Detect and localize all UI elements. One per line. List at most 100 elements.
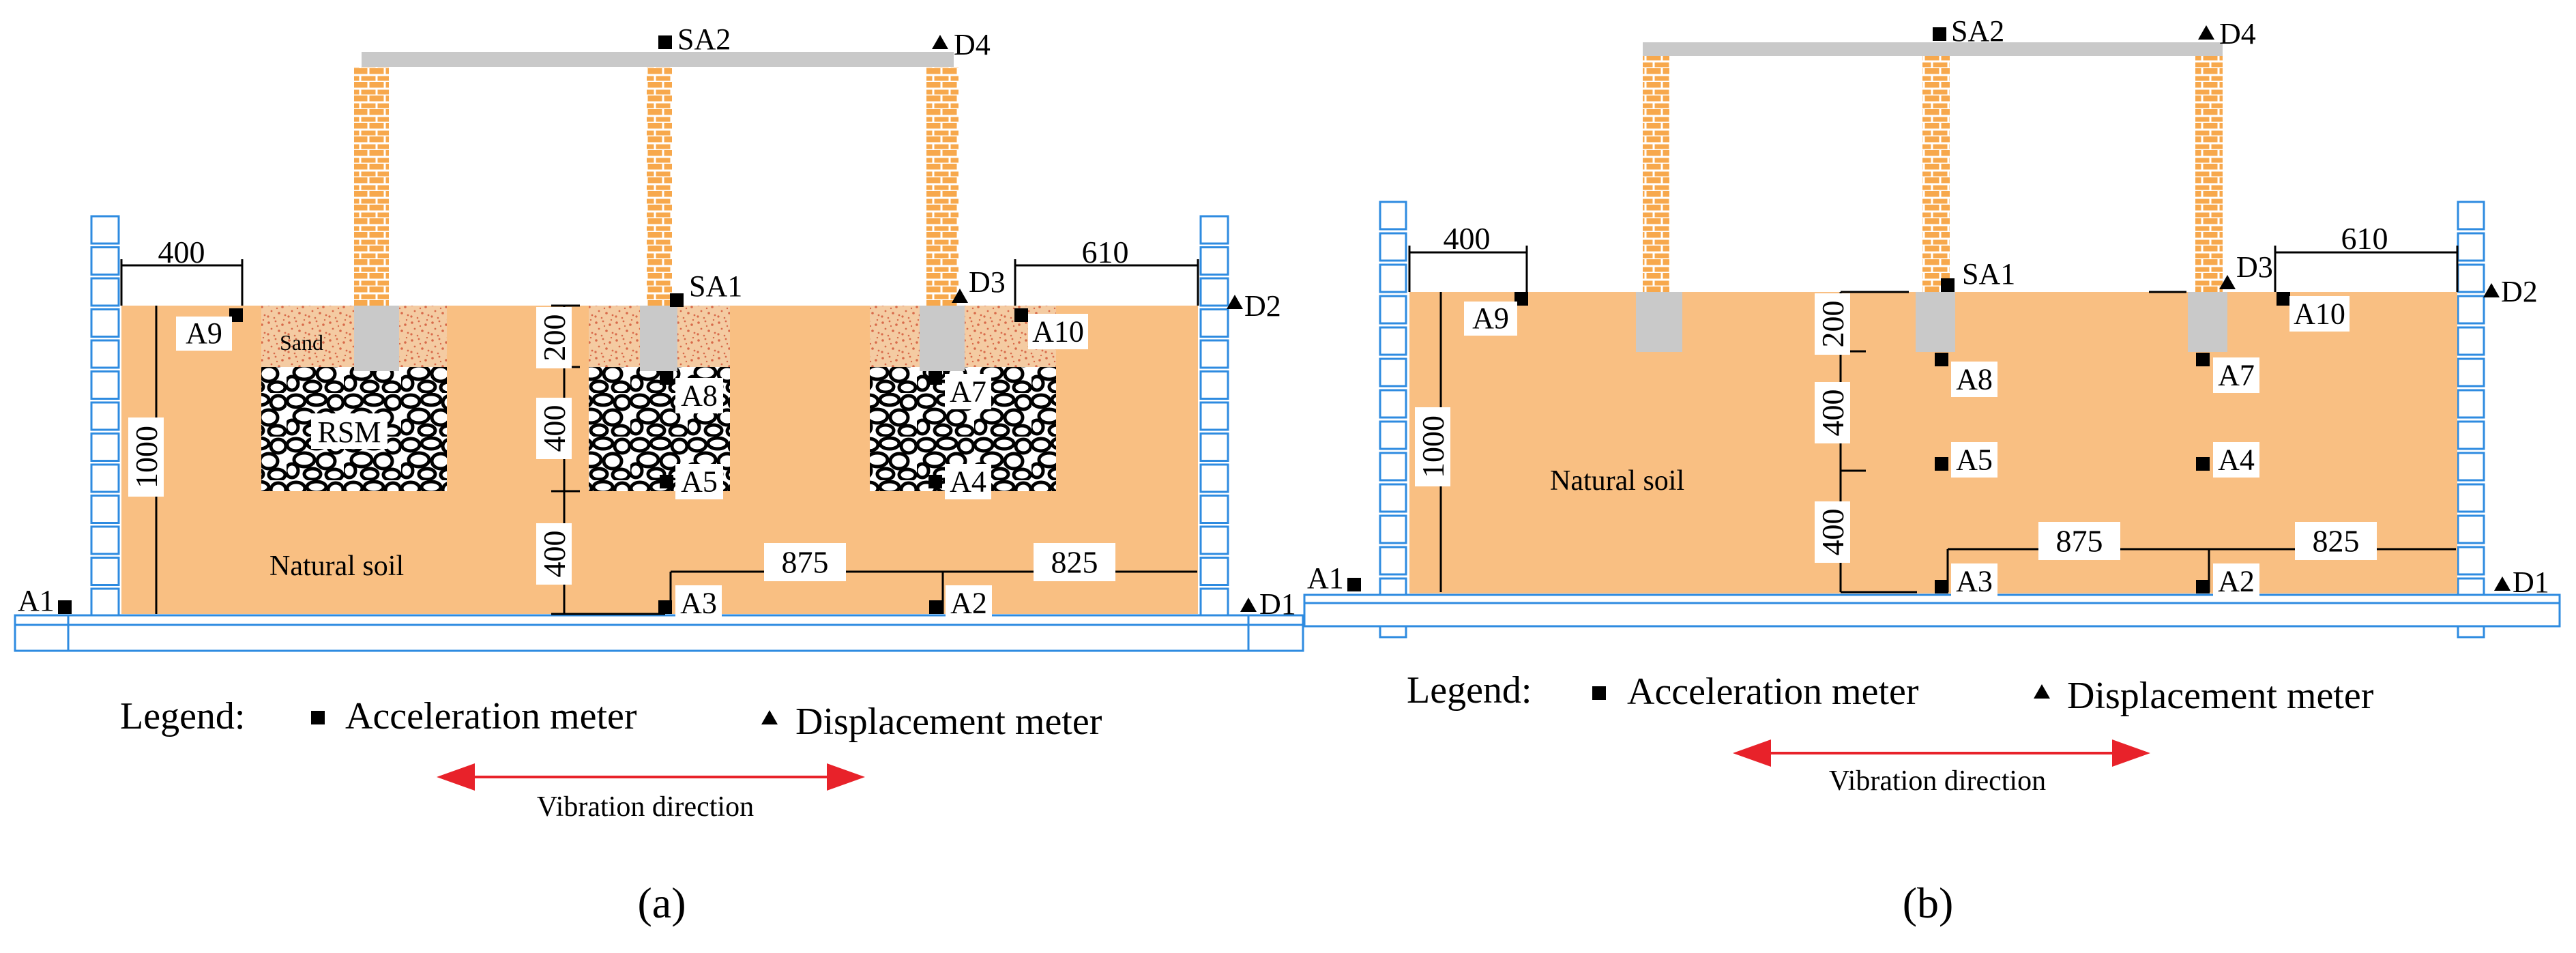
left-wall-block	[1379, 232, 1407, 262]
dimension-875: 875	[2056, 524, 2103, 559]
base-platform	[14, 614, 1304, 652]
dimension-825-box	[2295, 522, 2377, 560]
a9-label-box	[1464, 302, 1517, 336]
brick-column-1	[354, 67, 389, 306]
right-wall-block	[1199, 587, 1229, 617]
legend-title: Legend:	[120, 695, 245, 737]
sa2-icon	[658, 35, 672, 49]
d4-label: D4	[2219, 17, 2256, 50]
a8-label-box	[1951, 362, 1997, 397]
a5-label-box	[675, 464, 723, 499]
right-wall-block	[1199, 557, 1229, 586]
legend-acceleration-icon	[311, 711, 325, 724]
d2-icon	[1227, 295, 1243, 309]
a1-label: A1	[1307, 561, 1344, 595]
right-wall-block	[2457, 357, 2485, 387]
a4-label: A4	[950, 465, 986, 499]
brick-column-3	[926, 67, 958, 306]
right-wall-block	[2457, 452, 2485, 482]
right-wall-block	[2457, 326, 2485, 356]
sa2-icon	[1933, 27, 1946, 41]
brick-column-2	[1922, 56, 1950, 292]
dimension-400-low-box	[536, 523, 572, 585]
d3-icon	[2219, 275, 2236, 289]
left-wall-block	[1379, 357, 1407, 387]
right-wall-block	[1199, 370, 1229, 400]
a1-icon	[58, 600, 72, 614]
vibration-arrow-b-right-head	[2112, 739, 2150, 767]
left-wall-block	[90, 370, 120, 400]
d3-icon	[952, 289, 968, 303]
a2-label: A2	[2218, 565, 2255, 598]
dimension-400-mid-box	[1815, 382, 1850, 443]
right-wall-block	[1199, 525, 1229, 555]
vibration-direction-label-b: Vibration direction	[1829, 765, 2046, 797]
legend-acceleration-icon	[1592, 686, 1606, 700]
a1-label: A1	[18, 584, 55, 617]
a8-icon	[660, 371, 673, 385]
a9-label: A9	[1472, 302, 1509, 335]
left-wall-block	[90, 308, 120, 338]
left-wall-block	[90, 463, 120, 493]
right-wall-block	[2457, 546, 2485, 576]
dimension-825-box	[1034, 543, 1115, 581]
dimension-825: 825	[1051, 545, 1098, 580]
a2-label-box	[2213, 563, 2259, 599]
right-wall-block	[1199, 432, 1229, 462]
legend-displacement-label: Displacement meter	[2067, 675, 2374, 717]
a1-icon	[1347, 578, 1361, 591]
pile-cap-2	[640, 306, 677, 371]
a5-label: A5	[1956, 443, 1993, 477]
left-wall-block	[1379, 452, 1407, 482]
left-wall-block	[90, 339, 120, 369]
d2-label: D2	[2501, 275, 2538, 308]
pile-cap-3	[2188, 292, 2227, 352]
dimension-400-mid-box	[536, 398, 572, 459]
legend-acceleration-label: Acceleration meter	[1627, 671, 1919, 713]
dimension-200-box	[1815, 293, 1850, 355]
a8-icon	[1935, 353, 1948, 366]
natural-soil-label: Natural soil	[269, 551, 404, 582]
legend-displacement-label: Displacement meter	[795, 701, 1102, 743]
dimension-400-low-box	[1815, 501, 1850, 563]
left-wall-block	[1379, 483, 1407, 513]
a2-icon	[2196, 580, 2210, 593]
vibration-arrow-a-left-head	[437, 763, 475, 791]
caption-a: (a)	[637, 879, 686, 927]
d3-label: D3	[2236, 250, 2273, 284]
legend-displacement-icon	[761, 710, 778, 724]
dimension-1000-box	[128, 417, 164, 497]
left-wall-block	[1379, 420, 1407, 450]
dimension-400-low: 400	[1815, 509, 1850, 556]
a7-icon	[2196, 353, 2210, 366]
sa2-label: SA2	[1951, 14, 2004, 48]
d1-icon	[2494, 576, 2511, 591]
left-wall-block	[90, 246, 120, 276]
right-wall-block	[2457, 232, 2485, 262]
top-beam	[362, 52, 954, 67]
sa2-label: SA2	[677, 23, 731, 56]
right-wall-block	[2457, 263, 2485, 293]
left-wall-block	[1379, 514, 1407, 544]
right-wall-block	[2457, 514, 2485, 544]
a10-icon	[1014, 308, 1028, 322]
a2-label: A2	[950, 587, 987, 620]
dimension-610-top: 610	[2341, 221, 2388, 256]
left-wall-block	[1379, 326, 1407, 356]
vibration-arrow-a-right-head	[827, 763, 865, 791]
right-wall-block	[1199, 308, 1229, 338]
rsm-label-box	[311, 413, 387, 449]
d3-label: D3	[969, 265, 1006, 299]
left-wall-block	[90, 495, 120, 524]
dimension-875-box	[764, 543, 846, 581]
vibration-arrow-b-left-head	[1733, 739, 1771, 767]
d4-label: D4	[954, 28, 991, 61]
d2-icon	[2483, 283, 2500, 297]
a3-label-box	[1951, 563, 1997, 599]
pile-cap-3	[920, 306, 965, 371]
sa1-label: SA1	[1962, 257, 2015, 291]
base-platform	[1303, 593, 2561, 628]
